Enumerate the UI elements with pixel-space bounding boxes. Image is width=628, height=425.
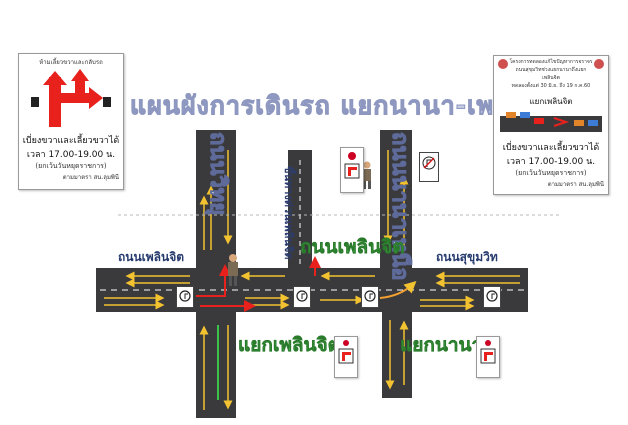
traffic-sign-3 [361,286,379,308]
traffic-sign-2 [293,286,311,308]
emblem-icon-2 [594,59,604,69]
emblem-icon [498,59,508,69]
right-sign-header: โครงการทดลองแก้ไขปัญหาการจราจร [509,59,593,65]
left-info-sign: ห้ามเลี้ยวขวาและกลับรถ เบี่ยงขวาและเลี้ย… [18,53,124,190]
left-sign-line1: เบี่ยงขวาและเลี้ยวขวาได้ [22,136,120,146]
right-sign-line3: (ยกเว้นวันหยุดราชการ) [515,169,587,177]
map-title: แผนผังการเดินรถ แยกนานา-เพลินจิต [129,91,562,121]
right-info-sign: โครงการทดลองแก้ไขปัญหาการจราจร ถนนสุขุมว… [493,55,609,195]
right-sign-road-diagram [500,112,602,132]
junction-label-ploenchit: แยกเพลินจิต [238,334,341,357]
no-turn-sign-top [419,152,439,182]
road-label-ploenchit: ถนนเพลินจิต [118,250,185,264]
traffic-police-icon-2 [363,161,371,189]
traffic-sign-4 [483,286,501,308]
left-sign-header: ห้ามเลี้ยวขวาและกลับรถ [39,59,103,66]
traffic-sign-1 [176,286,194,308]
left-sign-arrow-icon [31,69,111,127]
poster-bottom-right [476,336,500,378]
traffic-police-icon [228,254,238,286]
right-sign-header3: ทดลองตั้งแต่ 30 มิ.ย. ถึง 19 ก.ค.60 [511,83,591,89]
road-nana-north [380,130,412,272]
road-label-nana: ถนนนานาเหนือ [387,131,413,281]
road-label-expressway: ขึ้นทางด่วนเพลินจิต [282,166,295,260]
left-sign-line2: เวลา 17.00-19.00 น. [26,150,116,160]
right-sign-junction: แยกเพลินจิต [529,97,573,106]
left-sign-footer: ตามมาตรา สน.ลุมพินี [62,174,119,181]
right-sign-line2: เวลา 17.00-19.00 น. [506,157,596,167]
junction-label-nana: แยกนานา [400,334,483,357]
left-sign-line3: (ยกเว้นวันหยุดราชการ) [35,162,107,170]
road-label-sukhumvit: ถนนสุขุมวิท [436,250,498,264]
green-label-ploenchit-road: ถนนเพลินจิต [300,236,405,259]
road-label-wireless: ถนนวิทยุ [205,131,231,216]
poster-bottom-left [334,336,358,378]
right-sign-header2: ถนนสุขุมวิทช่วงแยกนานาถึงแยกเพลินจิต [515,67,587,81]
poster-top-center [340,147,364,193]
right-sign-footer: ตามมาตรา สน.ลุมพินี [547,181,604,188]
right-sign-line1: เบี่ยงขวาและเลี้ยวขวาได้ [502,143,600,153]
